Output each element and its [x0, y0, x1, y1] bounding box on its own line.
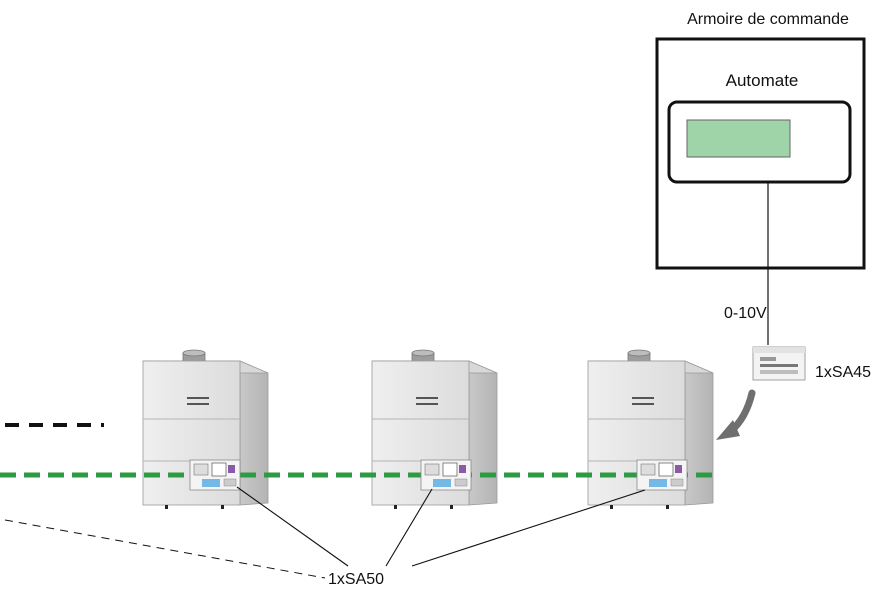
sa50-label: 1xSA50: [328, 571, 384, 588]
curved-arrow-icon: [716, 389, 756, 440]
signal-label: 0-10V: [724, 305, 767, 322]
sa50-module-3: [636, 459, 688, 491]
sa45-label: 1xSA45: [815, 364, 871, 381]
sa50-module-2: [420, 459, 472, 491]
plc-label: Automate: [726, 71, 799, 90]
sa50-module-1: [189, 459, 241, 491]
cabinet-title: Armoire de commande: [687, 11, 849, 28]
plc-display: [686, 119, 791, 158]
sa45-module: [752, 346, 806, 381]
sa50-leader-lines: [236, 486, 646, 567]
module-continuation-line: [4, 519, 326, 579]
